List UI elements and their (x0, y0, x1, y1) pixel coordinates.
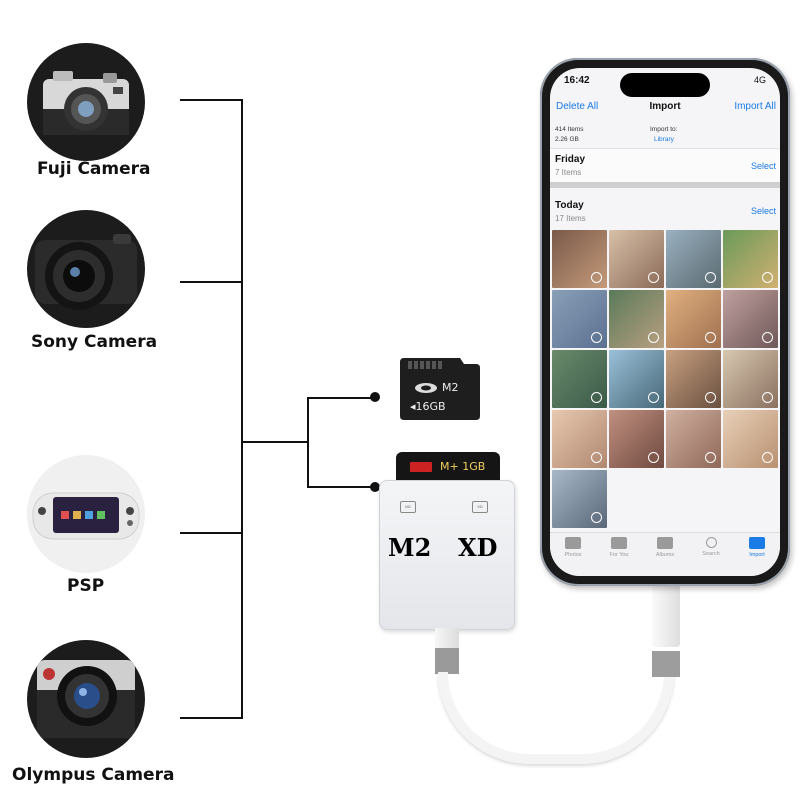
albums-icon (657, 537, 673, 549)
photo-thumbnail[interactable] (666, 350, 721, 408)
m2-slot-label: M2 (388, 533, 432, 562)
tab-label: Import (749, 552, 765, 558)
select-circle (591, 392, 602, 403)
import-to-label: Import to: (650, 126, 678, 133)
psp-icon (27, 455, 145, 573)
tab-for-you[interactable]: For You (596, 537, 642, 558)
inserted-card-text: M+ 1GB (440, 460, 486, 473)
xd-slot-label: XD (458, 533, 498, 562)
for-you-icon (611, 537, 627, 549)
select-circle (648, 332, 659, 343)
select-circle (705, 332, 716, 343)
status-network: 4G (753, 75, 766, 85)
section-title: Today (555, 200, 584, 211)
photo-thumbnail[interactable] (723, 230, 778, 288)
select-circle (762, 452, 773, 463)
section-friday (550, 148, 780, 188)
photo-thumbnail[interactable] (723, 410, 778, 468)
card-capacity: ◂16GB (410, 400, 446, 413)
select-circle (648, 452, 659, 463)
tab-label: Albums (655, 552, 675, 558)
usb-c-connector-housing (652, 585, 680, 647)
tab-import[interactable]: Import (734, 537, 780, 558)
photo-thumbnail[interactable] (723, 350, 778, 408)
tab-albums[interactable]: Albums (642, 537, 688, 558)
photo-thumbnail[interactable] (552, 410, 607, 468)
select-button[interactable]: Select (750, 206, 776, 216)
usb-cable (438, 672, 674, 764)
select-circle (762, 392, 773, 403)
device-label: Olympus Camera (12, 765, 175, 785)
import-icon (749, 537, 765, 549)
section-count: 17 Items (555, 214, 586, 223)
section-count: 7 Items (555, 168, 582, 177)
search-icon (705, 537, 717, 548)
select-circle (591, 332, 602, 343)
tab-photos[interactable]: Photos (550, 537, 596, 558)
photo-thumbnail[interactable] (666, 410, 721, 468)
dynamic-island (620, 73, 710, 97)
reader-plug-band (435, 648, 459, 674)
info-items: 414 Items (555, 126, 584, 133)
select-circle (762, 272, 773, 283)
card-capacity-text: 16GB (415, 400, 446, 413)
select-circle (648, 272, 659, 283)
tab-label: For You (609, 552, 629, 558)
sony-camera-icon (27, 210, 145, 328)
m2-slot-icon: M2 (400, 501, 416, 513)
device-label: Sony Camera (31, 332, 158, 352)
info-size: 2.26 GB (555, 136, 579, 143)
photo-thumbnail[interactable] (552, 350, 607, 408)
select-circle (762, 332, 773, 343)
tab-bar: Photos For You Albums Search Import (550, 532, 780, 576)
card-stripe (410, 462, 432, 472)
delete-all-button[interactable]: Delete All (556, 101, 599, 112)
m2-memory-card: M2 ◂16GB (400, 358, 480, 420)
tab-label: Search (702, 551, 720, 557)
photo-thumbnail[interactable] (552, 230, 607, 288)
connector-dot (370, 482, 380, 492)
select-circle (591, 512, 602, 523)
device-label: Fuji Camera (37, 159, 151, 179)
friday-thumbnail-strip (550, 182, 780, 188)
card-reader: M2 XD M2 XD (379, 480, 515, 630)
select-circle (705, 272, 716, 283)
select-circle (591, 452, 602, 463)
photo-thumbnail[interactable] (552, 290, 607, 348)
photo-thumbnail[interactable] (666, 230, 721, 288)
photo-thumbnail[interactable] (609, 290, 664, 348)
photos-import-screen: 16:42 4G Import Delete All Import All 41… (550, 68, 780, 576)
photo-thumbnail[interactable] (552, 470, 607, 528)
select-circle (591, 272, 602, 283)
fuji-camera-icon (27, 43, 145, 161)
section-title: Friday (555, 154, 586, 165)
usb-c-connector-band (652, 651, 680, 677)
photo-thumbnail[interactable] (723, 290, 778, 348)
select-circle (705, 452, 716, 463)
select-circle (648, 392, 659, 403)
select-button[interactable]: Select (750, 161, 776, 171)
photo-thumbnail[interactable] (609, 410, 664, 468)
photo-thumbnail[interactable] (666, 290, 721, 348)
tab-search[interactable]: Search (688, 537, 734, 557)
photo-thumbnail[interactable] (609, 350, 664, 408)
select-circle (705, 392, 716, 403)
connector-dot (370, 392, 380, 402)
status-time: 16:42 (564, 75, 590, 86)
device-label: PSP (67, 576, 105, 596)
photos-icon (565, 537, 581, 549)
nav-title: Import (649, 101, 681, 112)
photo-thumbnail[interactable] (609, 230, 664, 288)
xd-slot-icon: XD (472, 501, 488, 513)
import-all-button[interactable]: Import All (734, 101, 776, 112)
card-brand-mark: M2 (442, 381, 459, 394)
import-destination[interactable]: Library (654, 136, 674, 143)
tab-label: Photos (564, 552, 582, 558)
olympus-camera-icon (27, 640, 145, 758)
